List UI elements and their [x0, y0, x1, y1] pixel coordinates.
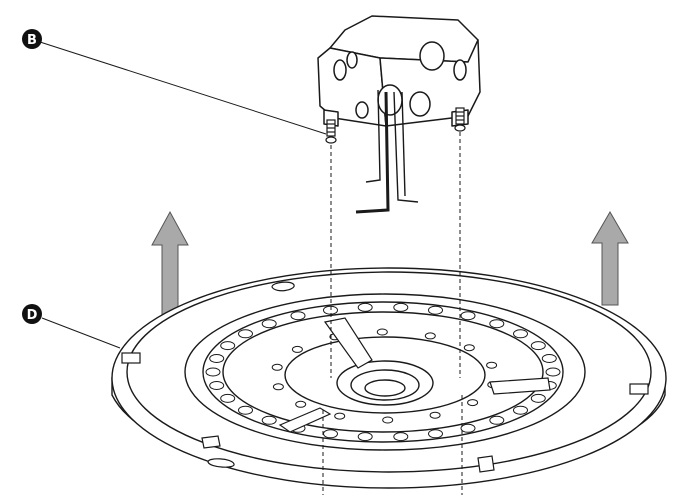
mounting-hole — [393, 432, 409, 442]
mounting-screws — [325, 107, 466, 144]
wire-black — [355, 91, 390, 214]
mounting-hole — [393, 302, 409, 312]
mounting-hole — [530, 341, 546, 351]
inner-hole — [334, 412, 346, 420]
mounting-hole — [460, 311, 476, 321]
mounting-hole — [205, 367, 221, 377]
mounting-hole — [323, 429, 338, 439]
callout-b-leader — [39, 41, 327, 135]
inner-hole — [463, 344, 475, 352]
mounting-hole — [261, 319, 277, 329]
mounting-hole — [209, 354, 225, 363]
inner-hole — [272, 383, 284, 391]
junction-box — [317, 15, 481, 127]
mounting-hole — [357, 302, 373, 312]
mounting-hole — [220, 341, 236, 351]
mounting-hole — [238, 329, 253, 339]
mounting-hole — [513, 329, 528, 339]
mounting-hole — [220, 393, 236, 403]
wire-white — [393, 91, 419, 203]
inner-hole — [295, 400, 307, 408]
plate-hub-center — [364, 379, 406, 397]
inner-hole — [376, 328, 388, 336]
mounting-plate — [111, 267, 667, 489]
mounting-hole — [357, 432, 373, 442]
callout-d: D — [22, 304, 121, 349]
callout-b-badge — [22, 29, 42, 49]
mounting-hole — [428, 305, 443, 315]
mounting-hole — [545, 367, 561, 377]
plate-slot-top — [271, 281, 295, 292]
mounting-hole — [541, 354, 557, 363]
mounting-hole — [238, 405, 253, 415]
bracket-arm-upper — [323, 317, 373, 369]
lift-arrow-right — [591, 211, 629, 306]
screw-left — [325, 119, 337, 144]
callout-d-label: D — [27, 308, 38, 323]
alignment-lines — [322, 132, 463, 495]
inner-hole — [271, 363, 283, 371]
bracket-arm-left — [278, 407, 332, 433]
callout-d-leader — [41, 317, 121, 349]
bracket-tab-left — [121, 352, 141, 364]
mounting-hole — [513, 405, 528, 415]
inner-hole — [424, 332, 436, 340]
bracket-tab-right — [629, 383, 649, 395]
inner-hole — [382, 416, 394, 424]
mounting-hole — [261, 415, 277, 425]
mounting-hole — [530, 393, 546, 403]
wire-ground — [365, 89, 381, 183]
callout-b: B — [22, 29, 327, 135]
inner-hole — [429, 411, 441, 419]
mounting-hole — [460, 423, 476, 433]
mounting-hole — [290, 311, 306, 321]
inner-hole — [291, 345, 303, 353]
supply-wires — [355, 89, 419, 214]
plate-slot-bottom — [207, 458, 235, 468]
bracket-clip-front — [477, 455, 495, 473]
bracket-arm-right — [489, 377, 551, 395]
callout-d-badge — [22, 304, 42, 324]
plate-slots — [207, 281, 295, 468]
bracket-clip-left — [201, 435, 221, 449]
mounting-hole — [489, 319, 505, 329]
inner-hole — [467, 399, 479, 407]
mounting-hole — [428, 429, 443, 439]
mounting-hole — [489, 415, 505, 425]
callout-b-label: B — [27, 33, 37, 48]
mounting-hole — [209, 381, 225, 390]
inner-hole — [486, 361, 498, 369]
plate-bracket-arms — [121, 317, 649, 473]
screw-right — [454, 107, 466, 132]
